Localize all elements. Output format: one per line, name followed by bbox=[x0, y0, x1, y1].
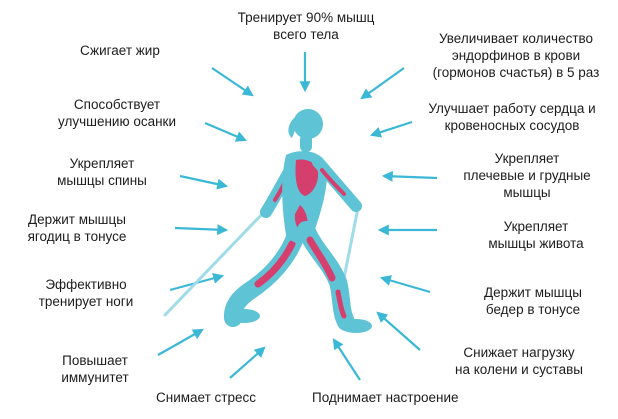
arrow-endorphins bbox=[360, 67, 405, 100]
label-abs: Укрепляет мышцы живота bbox=[488, 219, 584, 251]
label-thighs: Держит мышцы бедер в тонусе bbox=[484, 285, 582, 317]
label-shoulders: Укрепляет плечевые и грудные мышцы bbox=[463, 151, 591, 200]
label-endorphins: Увеличивает количество эндорфинов в кров… bbox=[432, 31, 600, 80]
label-stress: Снимает стресс bbox=[156, 390, 256, 405]
label-immunity: Повышает иммунитет bbox=[61, 353, 129, 385]
label-posture: Способствует улучшению осанки bbox=[58, 97, 176, 129]
arrow-immunity bbox=[157, 328, 204, 356]
label-burns-fat: Сжигает жир bbox=[80, 43, 160, 58]
left-pole bbox=[163, 208, 268, 317]
head bbox=[293, 109, 323, 139]
arrow-heart bbox=[369, 120, 413, 138]
walker-figure bbox=[163, 109, 372, 333]
arrow-glutes bbox=[174, 224, 229, 236]
front-arm bbox=[312, 156, 362, 212]
arrow-mood bbox=[332, 338, 361, 381]
front-arm-muscle bbox=[320, 168, 346, 196]
back-leg-muscle bbox=[254, 240, 296, 288]
label-mood: Поднимает настроение bbox=[312, 390, 459, 405]
front-thigh-muscle bbox=[306, 236, 336, 282]
arrows bbox=[157, 52, 438, 381]
ponytail bbox=[288, 118, 296, 138]
arrow-back bbox=[179, 174, 229, 190]
arrow-stress bbox=[229, 346, 266, 379]
arrow-shoulders bbox=[381, 170, 438, 182]
arrow-joints bbox=[376, 311, 421, 351]
arrow-burns-fat bbox=[211, 67, 254, 97]
label-glutes: Держит мышцы ягодиц в тонусе bbox=[27, 212, 127, 244]
arrow-posture bbox=[204, 121, 248, 142]
arrow-thighs bbox=[379, 275, 431, 294]
back-foot bbox=[228, 309, 260, 323]
front-foot bbox=[340, 319, 372, 333]
chest-muscle bbox=[295, 159, 319, 196]
label-joints: Снижает нагрузку на колени и суставы bbox=[455, 345, 583, 377]
label-legs: Эффективно тренирует ноги bbox=[38, 277, 134, 309]
label-back: Укрепляет мышцы спины bbox=[57, 156, 147, 188]
label-heart: Улучшает работу сердца и кровеносных сос… bbox=[428, 101, 596, 133]
label-top: Тренирует 90% мышц всего тела bbox=[237, 10, 375, 42]
front-calf-muscle bbox=[335, 289, 347, 319]
